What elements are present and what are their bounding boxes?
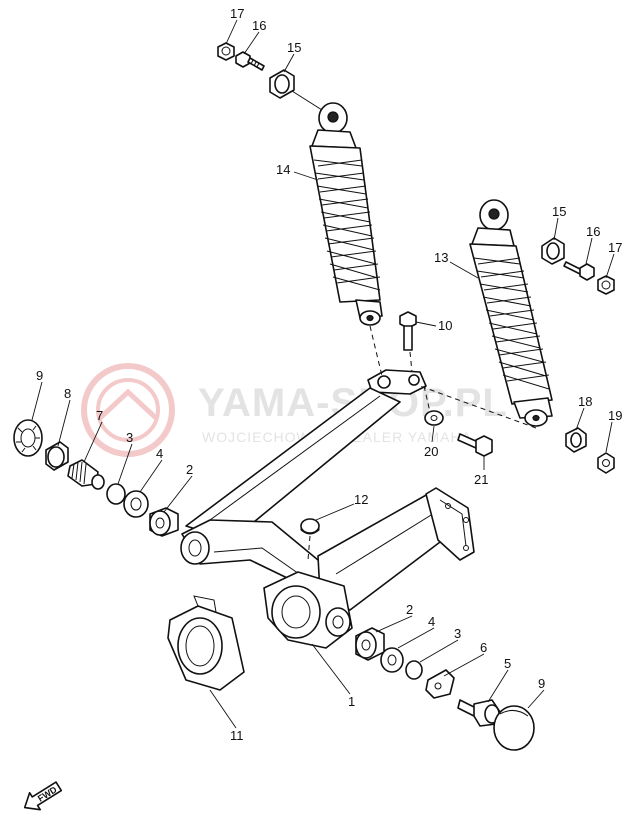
bolt-16-top — [235, 51, 265, 71]
spacer-3-right — [405, 660, 423, 680]
callout-13: 13 — [434, 250, 448, 265]
callout-12: 12 — [354, 492, 368, 507]
callout-16-right: 16 — [586, 224, 600, 239]
collar-8 — [45, 441, 69, 471]
pivot-shaft-7 — [67, 459, 105, 490]
washer-20 — [424, 410, 444, 426]
bolt-16-right — [563, 261, 595, 281]
watermark: YAMA-SHOP.PL WOJCIECHOWICZ DEALER YAMAHA — [81, 363, 507, 457]
callout-17-right: 17 — [608, 240, 622, 255]
bolt-10 — [399, 311, 417, 351]
oil-seal-4-left — [123, 490, 149, 518]
bearing-2-right — [355, 627, 385, 661]
callout-9-right: 9 — [538, 676, 545, 691]
cap-nut-17-right — [597, 275, 615, 295]
callout-4-right: 4 — [428, 614, 435, 629]
plug-12 — [300, 518, 320, 535]
pivot-cap-9-left — [13, 419, 43, 457]
callout-19: 19 — [608, 408, 622, 423]
callout-6: 6 — [480, 640, 487, 655]
callout-18: 18 — [578, 394, 592, 409]
collar-15-top — [269, 69, 295, 99]
callout-11: 11 — [230, 728, 244, 743]
oil-seal-4-right — [380, 647, 404, 673]
fwd-arrow-icon: FWD — [23, 781, 63, 811]
adjust-bolt-5 — [457, 699, 501, 727]
swingarm-1 — [180, 369, 475, 649]
nut-19 — [597, 452, 615, 474]
rear-shock-absorber-13 — [469, 199, 553, 427]
callout-17-top: 17 — [230, 6, 244, 21]
callout-20: 20 — [424, 444, 438, 459]
callout-9-left: 9 — [36, 368, 43, 383]
callout-labels: 17 16 15 14 13 15 16 17 10 18 19 20 21 9… — [36, 6, 622, 743]
callout-4-left: 4 — [156, 446, 163, 461]
callout-3-right: 3 — [454, 626, 461, 641]
spacer-3-left — [106, 483, 126, 505]
assembly-lines — [307, 325, 537, 561]
collar-15-right — [541, 237, 565, 265]
callout-14: 14 — [276, 162, 290, 177]
callout-8: 8 — [64, 386, 71, 401]
lock-washer-6 — [425, 669, 455, 699]
leader-lines — [31, 19, 615, 729]
callout-2-left: 2 — [186, 462, 193, 477]
callout-10: 10 — [438, 318, 452, 333]
pivot-cap-9-right — [493, 705, 535, 751]
callout-7: 7 — [96, 408, 103, 423]
rear-shock-absorber-14 — [291, 90, 383, 326]
callout-21: 21 — [474, 472, 488, 487]
collar-18 — [565, 427, 587, 453]
watermark-logo — [81, 363, 175, 457]
bolt-21 — [457, 433, 493, 457]
bearing-2-left — [149, 507, 179, 537]
dust-boot-11 — [167, 595, 245, 691]
callout-15-top: 15 — [287, 40, 301, 55]
callout-2-right: 2 — [406, 602, 413, 617]
callout-5: 5 — [504, 656, 511, 671]
cap-nut-17-top — [217, 42, 235, 61]
callout-15-right: 15 — [552, 204, 566, 219]
callout-3-left: 3 — [126, 430, 133, 445]
callout-16-top: 16 — [252, 18, 266, 33]
callout-1: 1 — [348, 694, 355, 709]
